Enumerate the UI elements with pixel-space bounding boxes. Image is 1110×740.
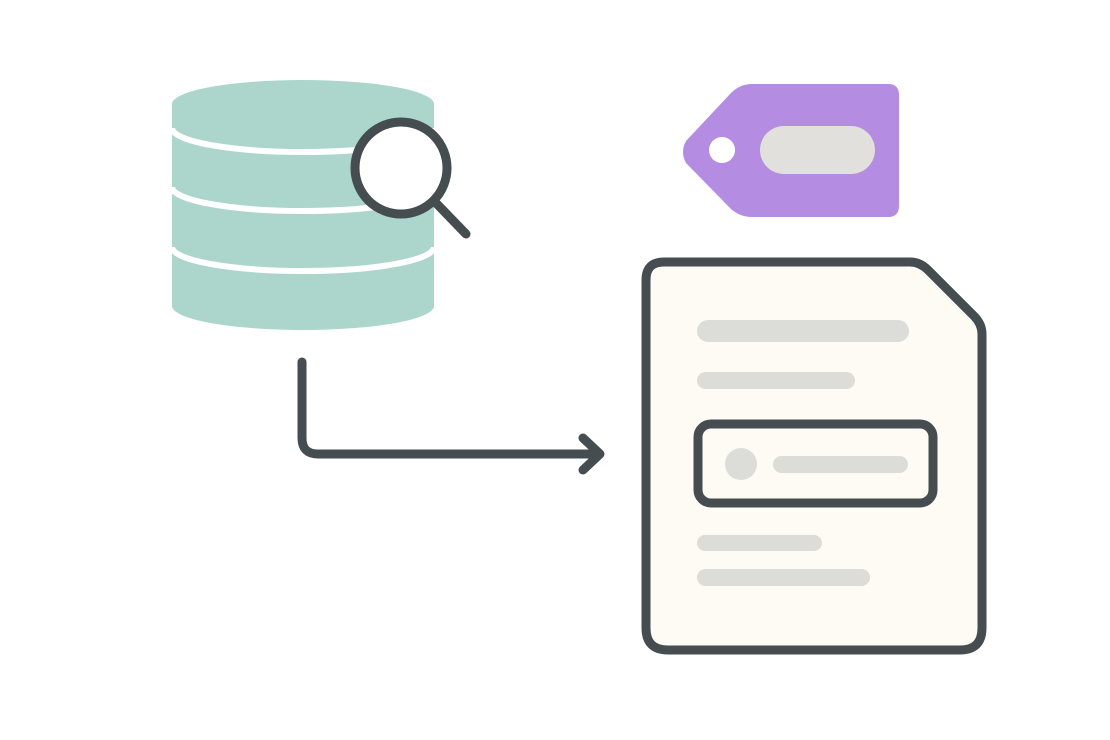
tag-hole [709, 137, 735, 163]
database-separator-3 [169, 246, 437, 274]
highlighted-field [693, 419, 938, 508]
tag-icon [683, 84, 899, 217]
document-line-3 [697, 535, 822, 551]
magnifier-lens [350, 117, 452, 219]
document-line-2 [697, 372, 855, 389]
database-top [172, 80, 434, 128]
tag-label [760, 126, 875, 174]
arrow-line [297, 357, 601, 459]
document-line-4 [697, 569, 870, 586]
highlighted-field-dot [725, 448, 757, 480]
magnifier-handle [431, 198, 471, 239]
highlighted-field-line [773, 456, 908, 473]
document-line-1 [697, 320, 909, 342]
arrow-head [578, 433, 605, 475]
magnifier-icon [350, 117, 471, 239]
document-icon [641, 257, 987, 655]
connector-arrow [297, 357, 605, 475]
